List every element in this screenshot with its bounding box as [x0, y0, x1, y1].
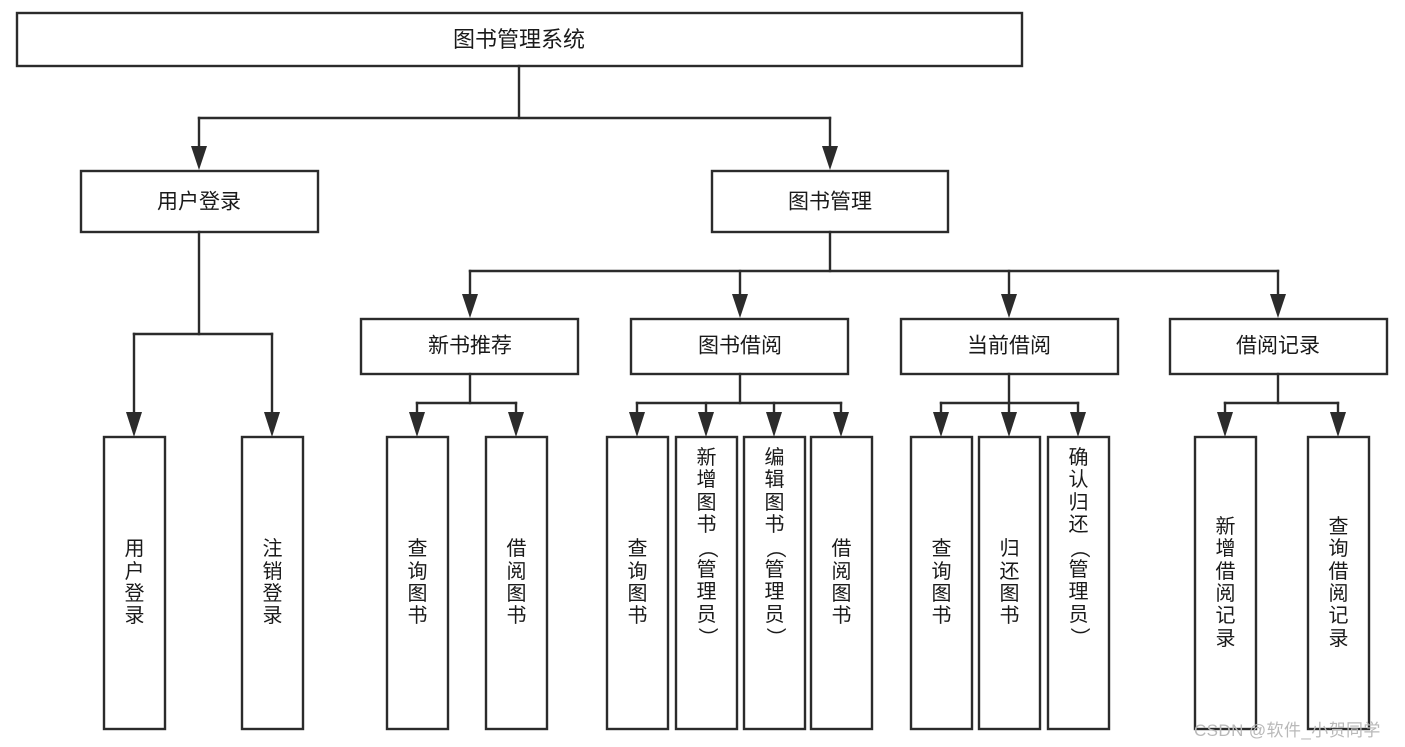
leaf-query-book-3-box[interactable]	[909, 435, 974, 731]
node-current-borrow-label: 当前借阅	[967, 335, 1051, 358]
arrow-head-icon	[508, 412, 524, 437]
node-user-login-box	[79, 169, 320, 234]
leaf-edit-book-box[interactable]	[742, 435, 807, 731]
node-new-book-recommend-box	[359, 317, 580, 376]
connector-root-to-level2	[191, 64, 838, 170]
connector-current-borrow-to-leaves	[933, 372, 1086, 437]
node-book-management-label: 图书管理	[788, 191, 872, 214]
leaf-logout-box[interactable]	[240, 435, 305, 731]
node-root-system-box	[15, 11, 1024, 68]
leaf-add-record-box[interactable]	[1193, 435, 1258, 731]
arrow-head-icon	[1070, 412, 1086, 437]
arrow-head-icon	[732, 294, 748, 318]
node-book-borrow[interactable]: 图书借阅	[629, 317, 850, 376]
csdn-watermark: CSDN @软件_小贺同学	[1194, 721, 1381, 740]
leaf-user-login-box[interactable]	[102, 435, 167, 731]
leaf-confirm-return-box[interactable]	[1046, 435, 1111, 731]
arrow-head-icon	[462, 294, 478, 318]
leaf-add-book-box[interactable]	[674, 435, 739, 731]
leaf-query-record-box[interactable]	[1306, 435, 1371, 731]
connector-book-borrow-to-leaves	[629, 372, 849, 437]
node-user-login-label: 用户登录	[157, 191, 241, 214]
arrow-head-icon	[1001, 412, 1017, 437]
node-book-borrow-label: 图书借阅	[698, 335, 782, 358]
arrow-head-icon	[1270, 294, 1286, 318]
node-book-management[interactable]: 图书管理	[710, 169, 950, 234]
arrow-head-icon	[933, 412, 949, 437]
arrow-head-icon	[766, 412, 782, 437]
node-borrow-record[interactable]: 借阅记录	[1168, 317, 1389, 376]
node-new-book-recommend-label: 新书推荐	[428, 335, 512, 358]
arrow-head-icon	[1217, 412, 1233, 437]
leaf-borrow-book-2-box[interactable]	[809, 435, 874, 731]
node-new-book-recommend[interactable]: 新书推荐	[359, 317, 580, 376]
node-root-system[interactable]: 图书管理系统	[15, 11, 1024, 68]
arrow-head-icon	[629, 412, 645, 437]
arrow-head-icon	[191, 146, 207, 170]
arrow-head-icon	[822, 146, 838, 170]
leaf-borrow-book-1-box[interactable]	[484, 435, 549, 731]
arrow-head-icon	[1001, 294, 1017, 318]
leaf-return-book-box[interactable]	[977, 435, 1042, 731]
connector-book-management-to-level3	[462, 230, 1286, 318]
leaf-query-book-1-box[interactable]	[385, 435, 450, 731]
arrow-head-icon	[698, 412, 714, 437]
connector-borrow-record-to-leaves	[1217, 372, 1346, 437]
arrow-head-icon	[126, 412, 142, 437]
connector-user-login-to-leaves	[126, 230, 280, 437]
node-root-system-label: 图书管理系统	[453, 27, 585, 52]
arrow-head-icon	[264, 412, 280, 437]
node-current-borrow-box	[899, 317, 1120, 376]
leaf-query-book-2-box[interactable]	[605, 435, 670, 731]
node-current-borrow[interactable]: 当前借阅	[899, 317, 1120, 376]
connector-new-book-recommend-to-leaves	[409, 372, 524, 437]
arrow-head-icon	[409, 412, 425, 437]
node-user-login[interactable]: 用户登录	[79, 169, 320, 234]
arrow-head-icon	[1330, 412, 1346, 437]
arrow-head-icon	[833, 412, 849, 437]
node-borrow-record-label: 借阅记录	[1236, 335, 1320, 358]
